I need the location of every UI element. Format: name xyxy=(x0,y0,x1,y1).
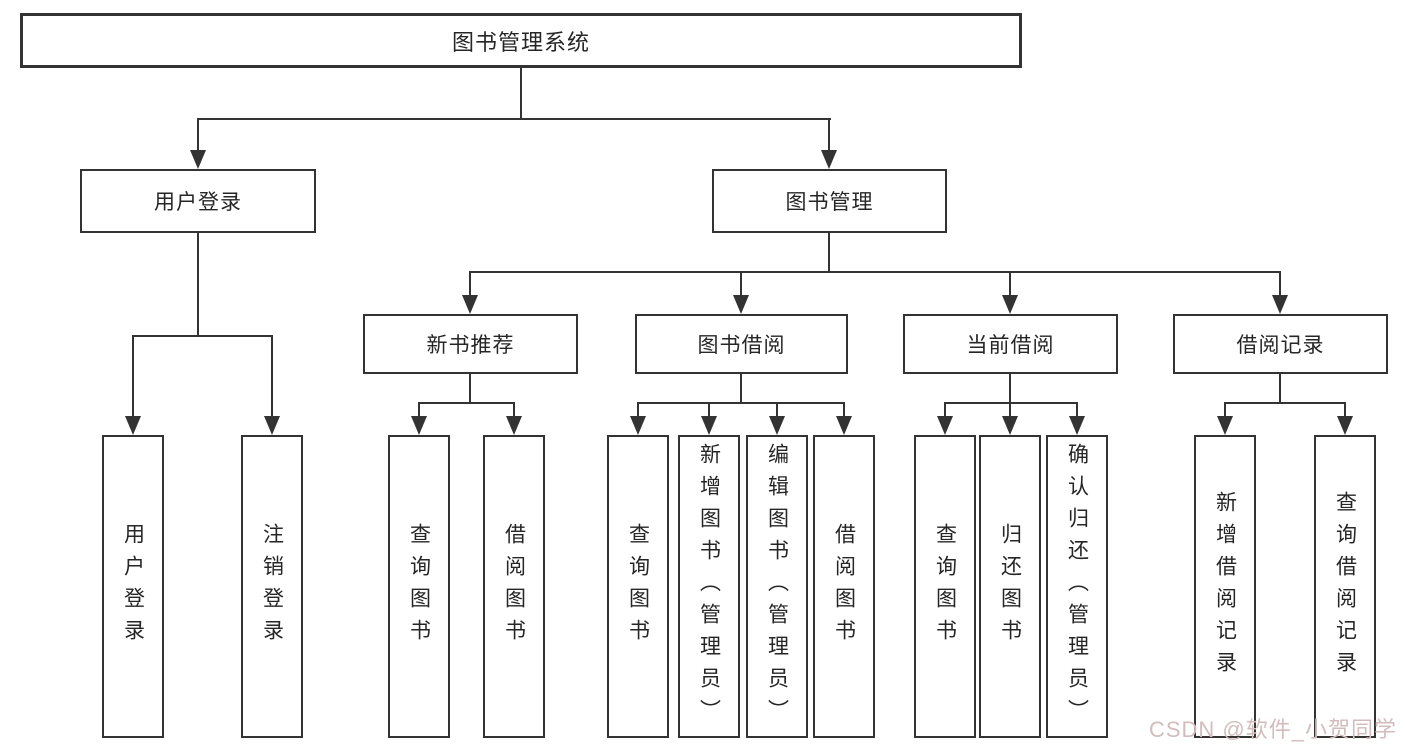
connector-line xyxy=(843,402,845,417)
leaf-label: 归还图书 xyxy=(998,522,1022,651)
leaf-label: 借阅图书 xyxy=(832,522,856,651)
connector-line xyxy=(469,271,471,297)
leaf-query-books-borrowing: 查询图书 xyxy=(607,435,669,738)
connector-line xyxy=(418,402,420,417)
arrow-down-icon xyxy=(411,416,427,435)
node-label: 图书管理系统 xyxy=(451,29,590,55)
connector-line xyxy=(520,67,522,120)
leaf-label: 查询图书 xyxy=(407,522,431,651)
leaf-label: 确认归还（管理员） xyxy=(1065,442,1089,731)
arrow-down-icon xyxy=(937,416,953,435)
connector-line xyxy=(828,233,830,273)
arrow-down-icon xyxy=(1217,416,1233,435)
connector-line xyxy=(740,374,742,404)
leaf-confirm-return-admin: 确认归还（管理员） xyxy=(1046,435,1108,738)
connector-line xyxy=(1009,402,1011,417)
connector-line xyxy=(513,402,515,417)
arrow-down-icon xyxy=(1272,295,1288,314)
connector-line xyxy=(469,271,1281,273)
leaf-label: 查询图书 xyxy=(626,522,650,651)
leaf-user-login: 用户登录 xyxy=(102,435,164,738)
node-book-borrowing: 图书借阅 xyxy=(635,314,848,374)
leaf-query-borrow-record: 查询借阅记录 xyxy=(1314,435,1376,738)
leaf-query-books-recommend: 查询图书 xyxy=(388,435,450,738)
connector-line xyxy=(1009,374,1011,404)
arrow-down-icon xyxy=(630,416,646,435)
connector-line xyxy=(1279,374,1281,404)
connector-line xyxy=(1224,402,1346,404)
connector-line xyxy=(740,271,742,297)
leaf-add-book-admin: 新增图书（管理员） xyxy=(678,435,740,738)
connector-line xyxy=(197,118,831,120)
node-new-book-recommendation: 新书推荐 xyxy=(363,314,578,374)
node-label: 新书推荐 xyxy=(426,334,515,357)
arrow-down-icon xyxy=(1002,295,1018,314)
arrow-down-icon xyxy=(462,295,478,314)
leaf-label: 查询借阅记录 xyxy=(1333,490,1357,683)
arrow-down-icon xyxy=(190,150,206,169)
leaf-label: 编辑图书（管理员） xyxy=(765,442,789,731)
leaf-borrow-books-recommend: 借阅图书 xyxy=(483,435,545,738)
arrow-down-icon xyxy=(1002,416,1018,435)
connector-line xyxy=(637,402,639,417)
leaf-borrow-books-borrowing: 借阅图书 xyxy=(813,435,875,738)
node-label: 借阅记录 xyxy=(1236,334,1325,357)
connector-line xyxy=(1344,402,1346,417)
connector-line xyxy=(1279,271,1281,297)
leaf-label: 新增借阅记录 xyxy=(1213,490,1237,683)
connector-line xyxy=(197,118,199,152)
connector-line xyxy=(1009,271,1011,297)
arrow-down-icon xyxy=(769,416,785,435)
arrow-down-icon xyxy=(1069,416,1085,435)
leaf-edit-book-admin: 编辑图书（管理员） xyxy=(746,435,808,738)
connector-line xyxy=(197,233,199,336)
leaf-label: 查询图书 xyxy=(933,522,957,651)
arrow-down-icon xyxy=(821,150,837,169)
node-user-login: 用户登录 xyxy=(80,169,316,233)
arrow-down-icon xyxy=(125,416,141,435)
node-current-borrowing: 当前借阅 xyxy=(903,314,1118,374)
connector-line xyxy=(776,402,778,417)
connector-line xyxy=(944,402,1078,404)
node-library-management-system: 图书管理系统 xyxy=(20,13,1022,68)
arrow-down-icon xyxy=(733,295,749,314)
node-book-management: 图书管理 xyxy=(712,169,947,233)
node-borrowing-records: 借阅记录 xyxy=(1173,314,1388,374)
node-label: 图书管理 xyxy=(785,191,874,214)
leaf-label: 新增图书（管理员） xyxy=(697,442,721,731)
node-label: 图书借阅 xyxy=(697,334,786,357)
arrow-down-icon xyxy=(264,416,280,435)
node-label: 用户登录 xyxy=(154,191,242,214)
connector-line xyxy=(944,402,946,417)
node-label: 当前借阅 xyxy=(966,334,1055,357)
leaf-add-borrow-record: 新增借阅记录 xyxy=(1194,435,1256,738)
connector-line xyxy=(132,335,134,417)
connector-line xyxy=(637,402,845,404)
leaf-logout: 注销登录 xyxy=(241,435,303,738)
leaf-label: 用户登录 xyxy=(121,522,145,651)
connector-line xyxy=(271,335,273,417)
arrow-down-icon xyxy=(1337,416,1353,435)
connector-line xyxy=(132,335,273,337)
leaf-return-books: 归还图书 xyxy=(979,435,1041,738)
arrow-down-icon xyxy=(506,416,522,435)
arrow-down-icon xyxy=(836,416,852,435)
connector-line xyxy=(1076,402,1078,417)
connector-line xyxy=(1224,402,1226,417)
connector-line xyxy=(469,374,471,404)
leaf-label: 借阅图书 xyxy=(502,522,526,651)
connector-line xyxy=(418,402,515,404)
connector-line xyxy=(828,118,830,152)
arrow-down-icon xyxy=(701,416,717,435)
leaf-query-books-current: 查询图书 xyxy=(914,435,976,738)
connector-line xyxy=(708,402,710,417)
leaf-label: 注销登录 xyxy=(260,522,284,651)
